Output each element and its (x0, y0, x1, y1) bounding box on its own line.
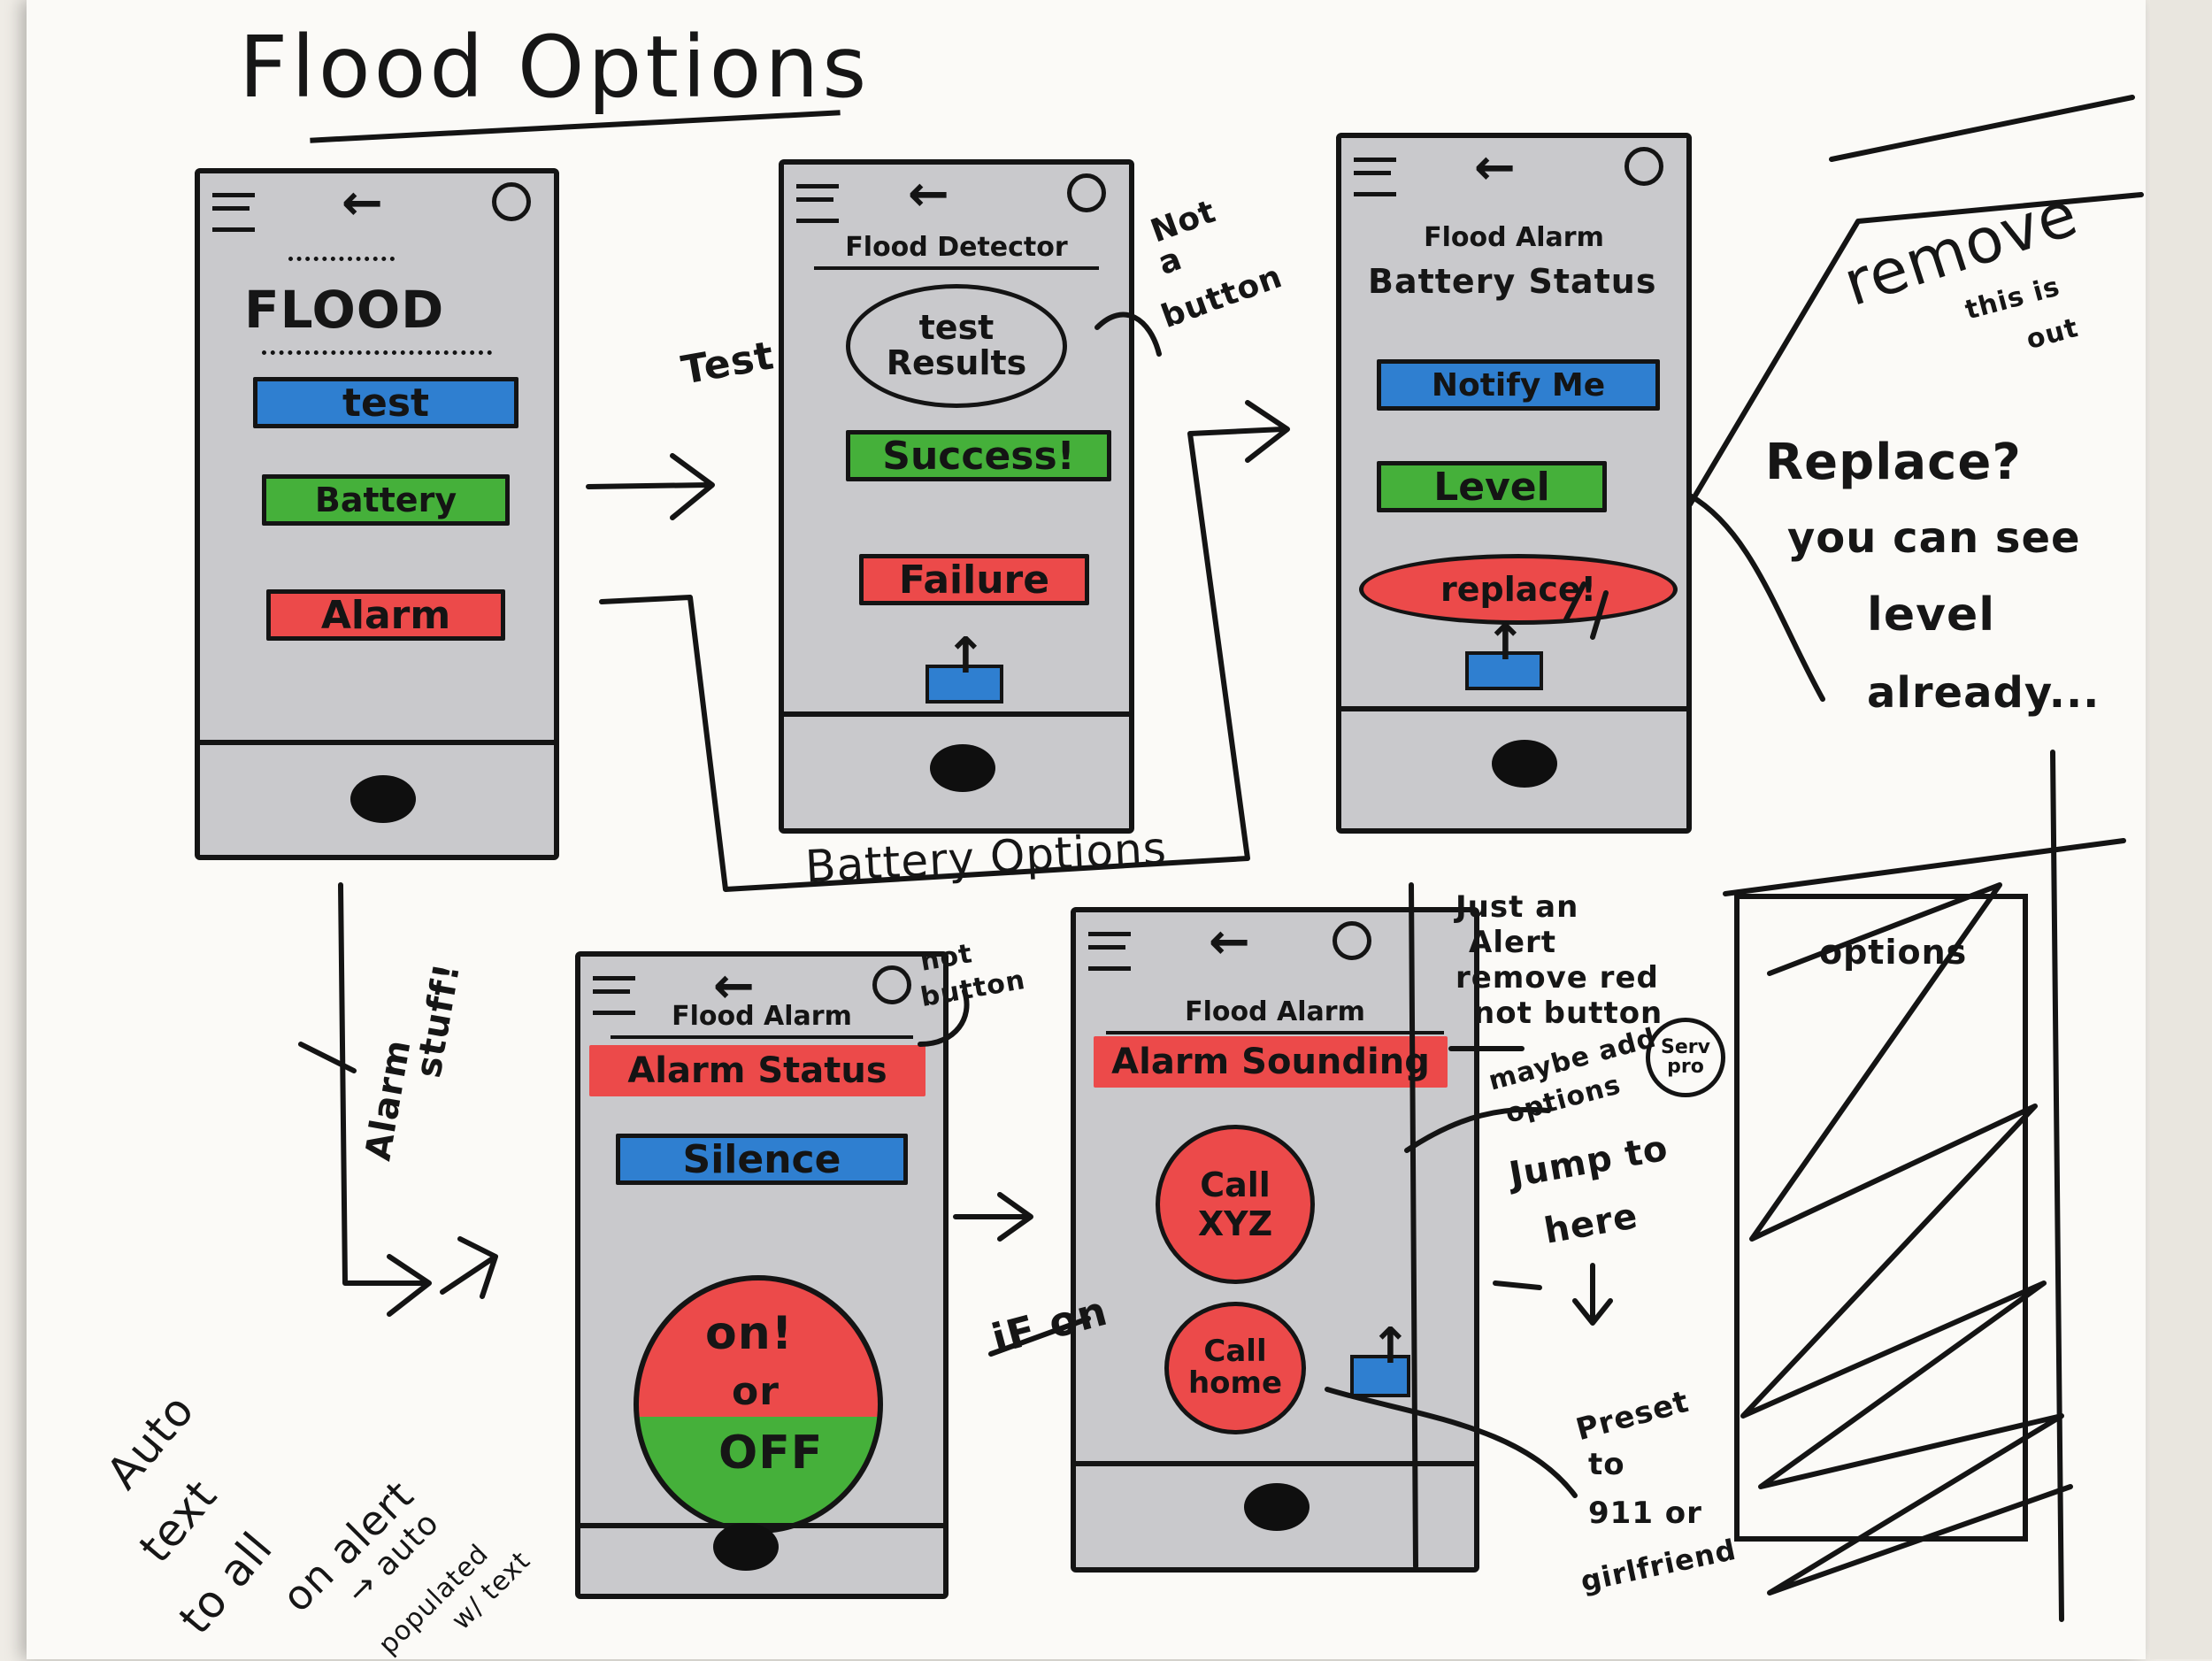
home-button[interactable] (350, 775, 416, 823)
menu-icon[interactable] (1354, 158, 1396, 196)
wave-icon (288, 244, 395, 261)
footer-divider (1341, 706, 1686, 711)
call-xyz-label: Call XYZ (1197, 1165, 1273, 1243)
annotation-just-alert-2: Alert (1469, 925, 1557, 960)
screen-header: Flood Alarm (1106, 996, 1444, 1034)
annotation-preset-2: to (1588, 1447, 1625, 1482)
annotation-preset-3: 911 or (1588, 1496, 1702, 1531)
alarm-sounding-banner: Alarm Sounding (1094, 1036, 1448, 1088)
back-arrow-icon[interactable]: ← (342, 174, 383, 232)
menu-icon[interactable] (1088, 932, 1131, 971)
user-icon[interactable] (492, 182, 531, 221)
footer-divider (784, 711, 1129, 717)
wave-underline (262, 342, 492, 355)
replace-label: replace! (1440, 570, 1596, 609)
alarm-button[interactable]: Alarm (266, 589, 505, 641)
oval-line-1: test (918, 308, 995, 348)
back-arrow-icon[interactable]: ← (713, 957, 755, 1015)
home-button[interactable] (1492, 740, 1557, 788)
arrow-test (586, 453, 715, 520)
toggle-or-label: or (732, 1369, 780, 1414)
paper-edge (2150, 0, 2212, 1659)
screen-header: Flood Alarm (1424, 222, 1604, 253)
phone-flood-home: ← FLOOD test Battery Alarm (195, 168, 559, 860)
phone-alarm-status: ← Flood Alarm Alarm Status Silence on! o… (575, 951, 949, 1599)
level-status: Level (1377, 461, 1607, 512)
remove-strike (1687, 192, 2144, 507)
footer-divider (1076, 1461, 1474, 1466)
user-icon[interactable] (872, 965, 911, 1004)
arrow-if-on (953, 1192, 1033, 1242)
arrow-alarm (338, 882, 432, 1317)
back-arrow-icon[interactable]: ← (908, 165, 949, 223)
phone-alarm-sounding: ← Flood Alarm Alarm Sounding Call XYZ Ca… (1071, 907, 1479, 1573)
test-results-oval: test Results (846, 284, 1067, 408)
screen-header: Flood Detector (814, 232, 1099, 270)
screen-subheader: Battery Status (1368, 262, 1657, 301)
share-icon[interactable] (1465, 614, 1543, 690)
serv-pro-circle: Serv pro (1646, 1018, 1725, 1097)
battery-button[interactable]: Battery (262, 474, 510, 526)
page-title: Flood Options (239, 18, 871, 117)
replace-oval[interactable]: replace! (1359, 554, 1678, 625)
on-off-toggle[interactable]: on! or OFF (634, 1275, 883, 1534)
home-button[interactable] (930, 744, 995, 792)
share-icon[interactable] (1350, 1318, 1411, 1397)
user-icon[interactable] (1624, 147, 1663, 186)
serv-pro-line-1: Serv (1661, 1036, 1710, 1058)
annotation-replace-3: level (1867, 588, 1996, 642)
menu-icon[interactable] (212, 193, 255, 232)
annotation-replace-4: already... (1867, 668, 2101, 718)
menu-icon[interactable] (593, 976, 635, 1015)
back-arrow-icon[interactable]: ← (1209, 913, 1250, 971)
annotation-just-alert-4: not button (1473, 996, 1663, 1031)
failure-status: Failure (859, 554, 1089, 605)
home-button[interactable] (713, 1523, 779, 1571)
call-home-line-1: Call (1203, 1334, 1267, 1370)
call-xyz-button[interactable]: Call XYZ (1156, 1125, 1315, 1284)
silence-button[interactable]: Silence (616, 1134, 908, 1185)
serv-pro-line-2: pro (1667, 1056, 1704, 1078)
annotation-replace-1: Replace? (1765, 434, 2022, 491)
annotation-just-alert-1: Just an (1455, 889, 1579, 925)
options-scribble (1740, 882, 2073, 1596)
test-button[interactable]: test (253, 377, 518, 428)
toggle-on-label: on! (705, 1307, 794, 1360)
screen-header: Flood Alarm (611, 1001, 913, 1039)
toggle-off-label: OFF (718, 1426, 824, 1480)
success-status: Success! (846, 430, 1111, 481)
alarm-status-banner: Alarm Status (589, 1045, 926, 1096)
oval-line-2: Results (886, 343, 1027, 382)
arrow-battery (599, 400, 1290, 892)
footer-divider (200, 740, 554, 745)
user-icon[interactable] (1333, 921, 1371, 960)
phone-test-results: ← Flood Detector test Results Success! F… (779, 159, 1134, 834)
screen-heading: FLOOD (244, 280, 445, 340)
notify-me-button[interactable]: Notify Me (1377, 359, 1660, 411)
share-icon[interactable] (926, 627, 1003, 704)
back-arrow-icon[interactable]: ← (1474, 139, 1516, 196)
phone-battery-status: ← Flood Alarm Battery Status Notify Me L… (1336, 133, 1692, 834)
home-button[interactable] (1244, 1483, 1310, 1531)
menu-icon[interactable] (796, 184, 839, 223)
annotation-replace-2: you can see (1787, 513, 2081, 563)
call-home-line-2: home (1187, 1365, 1283, 1401)
call-home-button[interactable]: Call home (1164, 1302, 1306, 1434)
annotation-just-alert-3: remove red (1455, 960, 1659, 996)
user-icon[interactable] (1067, 173, 1106, 212)
